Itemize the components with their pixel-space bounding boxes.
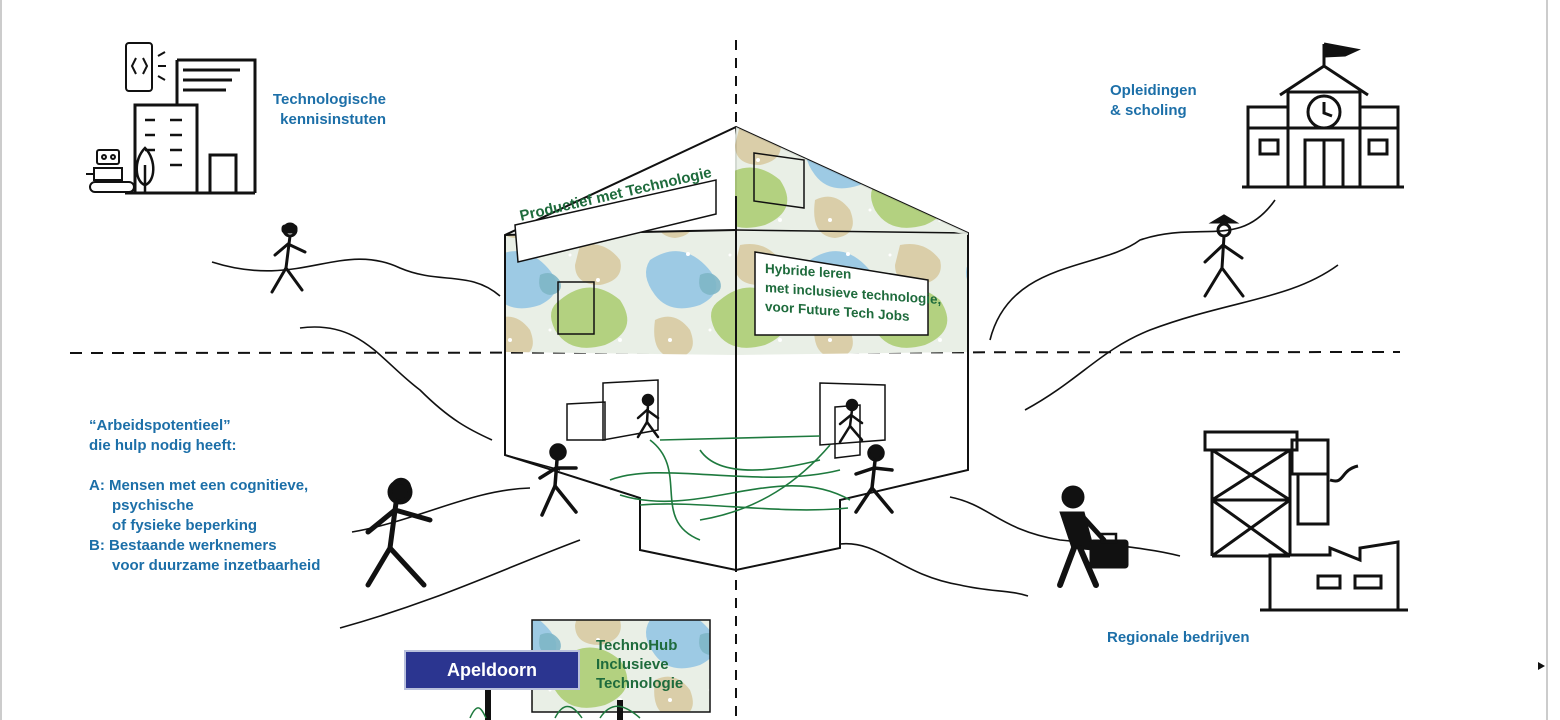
robot-icon xyxy=(86,149,135,193)
city-sign-apeldoorn: Apeldoorn xyxy=(404,650,580,690)
walking-person-icon xyxy=(838,398,864,444)
technohub-building xyxy=(504,125,969,572)
headphones-icon xyxy=(390,477,412,490)
smartphone-icon xyxy=(125,42,166,92)
walking-person-icon xyxy=(365,477,433,588)
factory-icon xyxy=(1203,430,1408,612)
walking-person-icon xyxy=(854,444,894,514)
walking-person-icon xyxy=(538,443,578,517)
city-sign-label: Apeldoorn xyxy=(447,659,537,680)
walking-person-icon xyxy=(1203,214,1245,298)
briefcase-icon xyxy=(1089,539,1129,569)
walking-person-icon xyxy=(1057,485,1129,588)
hub-sign-text: TechnoHub Inclusieve Technologie xyxy=(596,637,684,692)
school-building-icon xyxy=(1242,42,1404,189)
label-regional-companies: Regionale bedrijven xyxy=(1107,629,1250,646)
label-education: Opleidingen & scholing xyxy=(1110,82,1197,119)
research-building-icon xyxy=(125,58,257,195)
label-labour-potential: “Arbeidspotentieel” die hulp nodig heeft… xyxy=(89,417,321,574)
horizontal-divider xyxy=(69,351,1401,354)
label-tech-institutes: Technologische kennisinstuten xyxy=(272,91,386,128)
graduate-cap-icon xyxy=(1208,214,1240,224)
tree-icon xyxy=(135,146,155,193)
walking-person-icon xyxy=(270,222,307,294)
banner-hybrid-learning: Hybride leren met inclusieve technologie… xyxy=(765,260,942,324)
walking-person-icon xyxy=(636,393,660,439)
